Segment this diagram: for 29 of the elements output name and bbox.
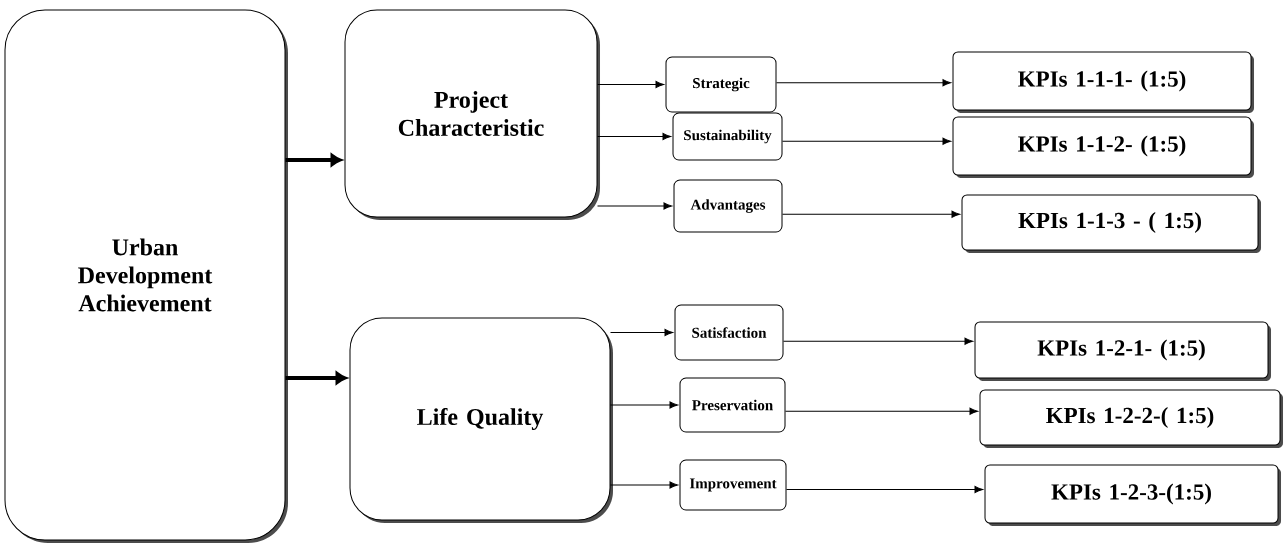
label-box: Strategic xyxy=(665,56,777,113)
label-box: Advantages xyxy=(673,179,783,233)
label-box: Improvement xyxy=(679,459,787,511)
arrow xyxy=(610,481,679,489)
arrow xyxy=(597,132,672,141)
arrow xyxy=(285,371,347,385)
arrow xyxy=(610,401,679,409)
rounded-box: Project Characteristic xyxy=(344,9,600,220)
kpi-box: KPIs 1-1-3 - ( 1:5) xyxy=(961,194,1261,253)
rounded-box: Life Quality xyxy=(349,317,613,523)
kpi-box: KPIs 1-2-2-( 1:5) xyxy=(979,389,1283,448)
arrow xyxy=(597,80,665,89)
arrow xyxy=(783,337,974,345)
kpi-box: KPIs 1-1-1- (1:5) xyxy=(952,51,1254,113)
arrow xyxy=(597,202,673,210)
label-box: Preservation xyxy=(679,377,786,433)
arrow xyxy=(776,79,952,87)
label-box: Sustainability xyxy=(672,112,783,161)
arrow xyxy=(786,485,984,494)
kpi-box: KPIs 1-1-2- (1:5) xyxy=(952,116,1254,178)
label-box: Satisfaction xyxy=(674,304,784,361)
kpi-box: KPIs 1-2-1- (1:5) xyxy=(974,321,1271,381)
arrow xyxy=(785,407,979,415)
arrow xyxy=(285,153,342,167)
kpi-box: KPIs 1-2-3-(1:5) xyxy=(984,464,1281,526)
arrow xyxy=(782,137,952,145)
arrow xyxy=(610,328,674,337)
arrow xyxy=(782,210,961,218)
rounded-box: Urban Development Achievement xyxy=(4,9,288,543)
